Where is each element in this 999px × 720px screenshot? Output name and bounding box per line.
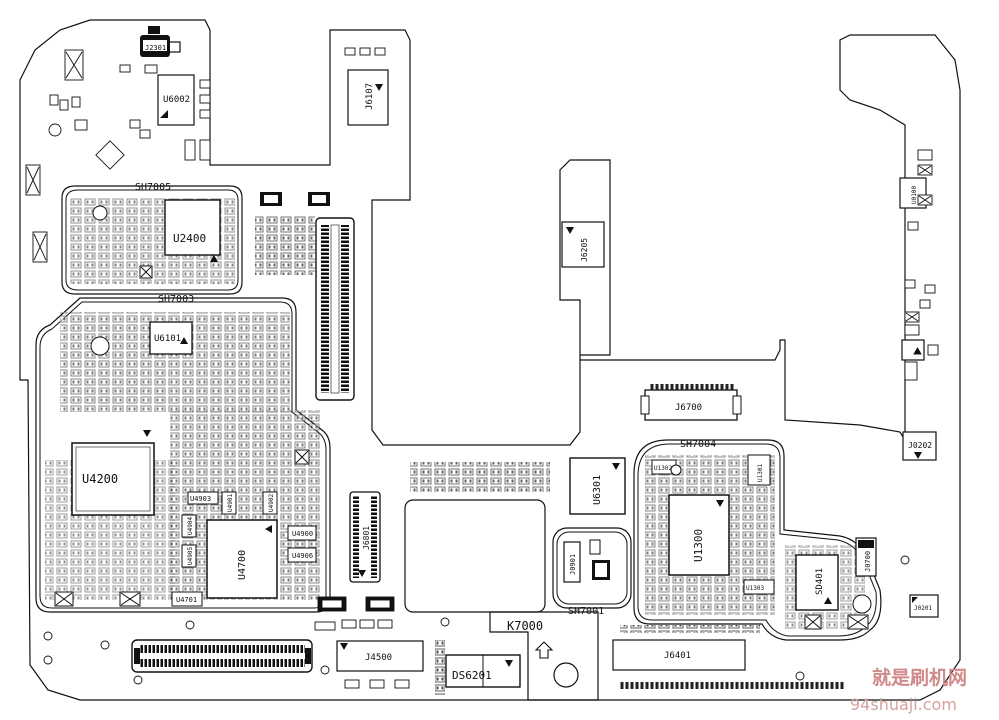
- shield-sh7005: SH7005 U2400: [61, 182, 243, 295]
- j0202-label: J0202: [908, 441, 932, 450]
- u0100-label: U0100: [911, 186, 918, 204]
- connector-j4500: J4500: [336, 640, 424, 672]
- u4903-label: U4903: [190, 495, 211, 503]
- watermark: 就是刷机网 94shuaji.com: [850, 666, 967, 714]
- j0700-label: J0700: [864, 551, 872, 572]
- battery-pad-area: [404, 462, 550, 613]
- u2400-label: U2400: [173, 232, 206, 245]
- u6101-label: U6101: [154, 334, 181, 344]
- u4701-label: U4701: [176, 596, 197, 604]
- u4901-label: U4901: [227, 494, 234, 512]
- u1302-label: U1302: [654, 465, 672, 472]
- u1300-label: U1300: [692, 529, 705, 562]
- sh7004-label: SH7004: [680, 439, 716, 450]
- connector-j6700: J6700: [640, 384, 742, 421]
- j6401-label: J6401: [664, 651, 691, 661]
- board-outline: [19, 19, 961, 701]
- components-bottom: [43, 555, 910, 689]
- u4200-label: U4200: [82, 472, 118, 486]
- j0201-label: J0201: [914, 605, 932, 612]
- u4906-label: U4906: [292, 552, 313, 560]
- u4904-label: U4904: [187, 517, 194, 535]
- component-k7000: K7000: [489, 611, 599, 701]
- connector-j6205: J6205: [561, 221, 605, 268]
- connector-j6801: J6801: [349, 491, 381, 583]
- j0901-label: J0901: [569, 554, 577, 575]
- components-right-edge: U0100: [899, 149, 939, 381]
- shield-sh7004: SH7004 U1300 U1301 U1302 U1303 SD401: [633, 439, 882, 641]
- u6301-label: U6301: [592, 475, 603, 505]
- ds6201-label: DS6201: [452, 669, 492, 682]
- connector-bottom-btb: [131, 639, 313, 673]
- u4902-label: U4902: [268, 494, 275, 512]
- connector-j0700: J0700: [855, 537, 877, 577]
- u6002-label: U6002: [163, 95, 190, 105]
- sd401-label: SD401: [815, 568, 825, 595]
- j4500-label: J4500: [365, 653, 392, 663]
- connector-j2301: J2301: [140, 26, 181, 57]
- j6205-label: J6205: [580, 238, 589, 262]
- j6801-label: J6801: [362, 526, 371, 550]
- connector-j0201: J0201: [909, 594, 939, 618]
- chip-u6301: U6301: [569, 457, 626, 515]
- u1303-label: U1303: [746, 585, 764, 592]
- components-top-left: [25, 47, 386, 263]
- connector-j6107: J6107: [347, 69, 389, 126]
- connector-btb-vertical: [315, 217, 355, 401]
- j6107-label: J6107: [365, 83, 375, 110]
- sh7003-label: SH7003: [158, 294, 194, 305]
- u4905-label: U4905: [187, 547, 194, 565]
- u1301-label: U1301: [757, 464, 764, 482]
- components-top-middle: [255, 192, 330, 275]
- u4900-label: U4900: [292, 530, 313, 538]
- sh7005-label: SH7005: [135, 182, 171, 193]
- j2301-label: J2301: [145, 44, 166, 52]
- shield-sh7001: SH7001 J0901: [552, 527, 632, 617]
- watermark-line2: 94shuaji.com: [850, 695, 957, 714]
- watermark-line1: 就是刷机网: [872, 666, 967, 689]
- chip-u6002: U6002: [157, 74, 195, 126]
- k7000-label: K7000: [507, 619, 543, 633]
- u4700-label: U4700: [237, 550, 248, 580]
- connector-j0202: J0202: [902, 431, 937, 461]
- connector-j6401: J6401: [612, 625, 845, 689]
- j6700-label: J6700: [675, 403, 702, 413]
- component-ds6201: DS6201: [435, 640, 521, 695]
- shield-sh7003: SH7003 U6101 U4200 U4700 U4903 U4901 U49…: [35, 294, 331, 613]
